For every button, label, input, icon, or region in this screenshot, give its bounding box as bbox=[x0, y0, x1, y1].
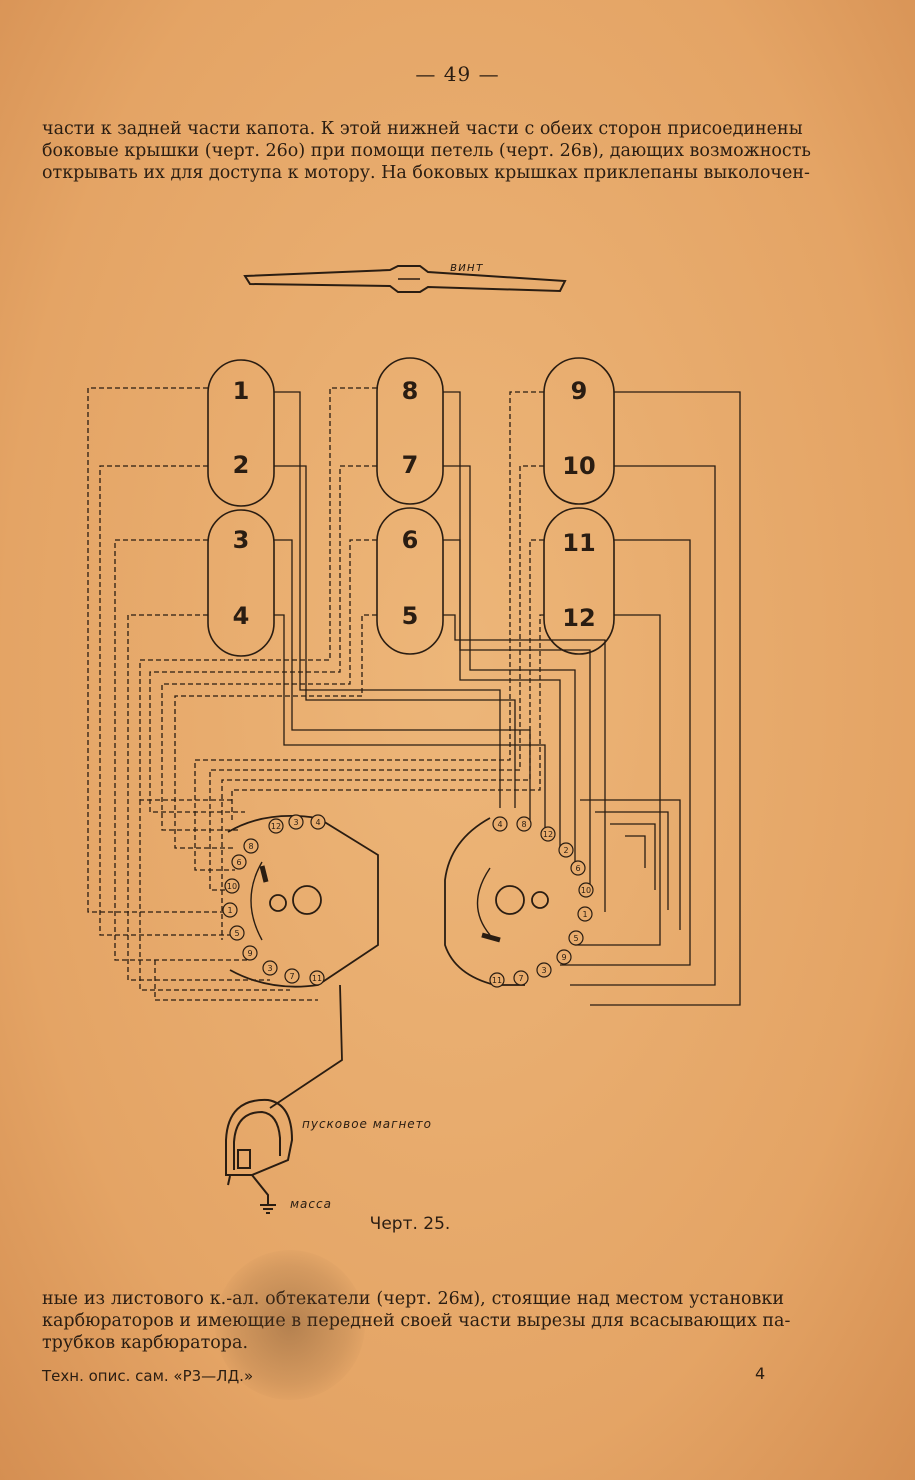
right-contact-label: 8 bbox=[521, 820, 526, 829]
text-line: карбюраторов и имеющие в передней своей … bbox=[42, 1311, 791, 1331]
right-contact-label: 1 bbox=[582, 910, 587, 919]
text-line: части к задней части капота. К этой нижн… bbox=[42, 119, 803, 139]
left-contact-label: 8 bbox=[248, 842, 253, 851]
cylinder-5: 5 bbox=[402, 602, 419, 630]
solid-wires bbox=[274, 391, 741, 1006]
cylinder-group-left bbox=[207, 359, 275, 657]
left-contact-label: 6 bbox=[236, 858, 241, 867]
cylinder-group-middle bbox=[376, 357, 444, 655]
cylinder-group-right bbox=[543, 357, 615, 655]
right-contact-label: 5 bbox=[573, 934, 578, 943]
left-contact-label: 3 bbox=[267, 964, 272, 973]
left-contact-label: 12 bbox=[271, 822, 281, 831]
left-contact-label: 9 bbox=[247, 949, 252, 958]
cylinder-6: 6 bbox=[402, 526, 419, 554]
distributor-left bbox=[227, 815, 379, 1109]
right-contact-label: 12 bbox=[543, 830, 553, 839]
cylinder-10: 10 bbox=[562, 452, 595, 480]
propeller-drawing bbox=[243, 265, 567, 293]
footer-sheet-number: 4 bbox=[755, 1364, 766, 1383]
right-contact-label: 7 bbox=[518, 974, 523, 983]
right-contact-label: 10 bbox=[581, 886, 591, 895]
text-line: боковые крышки (черт. 26о) при помощи пе… bbox=[42, 141, 811, 161]
text-line: трубков карбюратора. bbox=[42, 1333, 249, 1353]
left-contact-label: 4 bbox=[315, 818, 320, 827]
right-contact-label: 9 bbox=[561, 953, 566, 962]
footer-signature: Техн. опис. сам. «Р3—ЛД.» bbox=[42, 1367, 254, 1385]
right-contact-label: 4 bbox=[497, 820, 502, 829]
cylinder-8: 8 bbox=[402, 377, 419, 405]
distributor-right-contacts bbox=[489, 816, 594, 988]
magneto-label: пусковое магнето bbox=[302, 1117, 432, 1131]
dashed-wires bbox=[87, 387, 544, 1001]
paragraph-top: части к задней части капота. К этой нижн… bbox=[42, 118, 811, 184]
text-line: ные из листового к.-ал. обтекатели (черт… bbox=[42, 1289, 784, 1309]
cylinder-1: 1 bbox=[233, 377, 250, 405]
cylinder-3: 3 bbox=[233, 526, 250, 554]
left-contact-label: 10 bbox=[227, 882, 237, 891]
wiring-diagram: 1 2 3 4 8 7 6 5 9 10 11 12 12 3 4 6 10 1… bbox=[87, 260, 741, 1214]
cylinder-2: 2 bbox=[233, 451, 250, 479]
cylinder-4: 4 bbox=[233, 602, 250, 630]
text-line: открывать их для доступа к мотору. На бо… bbox=[42, 163, 810, 183]
right-contact-label: 2 bbox=[563, 846, 568, 855]
left-contact-label: 1 bbox=[227, 906, 232, 915]
ground-label: масса bbox=[290, 1197, 332, 1211]
left-contact-label: 3 bbox=[293, 818, 298, 827]
right-contact-label: 3 bbox=[541, 966, 546, 975]
figure-caption: Черт. 25. bbox=[369, 1214, 451, 1234]
right-contact-label: 6 bbox=[575, 864, 580, 873]
cylinder-12: 12 bbox=[562, 604, 595, 632]
cylinder-11: 11 bbox=[562, 529, 595, 557]
cylinder-7: 7 bbox=[402, 451, 419, 479]
page-number: — 49 — bbox=[415, 62, 500, 86]
ink-stain bbox=[215, 1250, 365, 1400]
cylinder-9: 9 bbox=[571, 377, 588, 405]
left-contact-label: 7 bbox=[289, 972, 294, 981]
starting-magneto bbox=[225, 1098, 294, 1214]
paragraph-bottom: ные из листового к.-ал. обтекатели (черт… bbox=[42, 1288, 791, 1354]
right-contact-label: 11 bbox=[492, 976, 502, 985]
propeller-label: винт bbox=[450, 260, 484, 274]
left-contact-label: 11 bbox=[312, 974, 322, 983]
distributor-right bbox=[444, 817, 549, 986]
left-contact-label: 5 bbox=[234, 929, 239, 938]
distributor-left-contacts bbox=[222, 814, 326, 986]
